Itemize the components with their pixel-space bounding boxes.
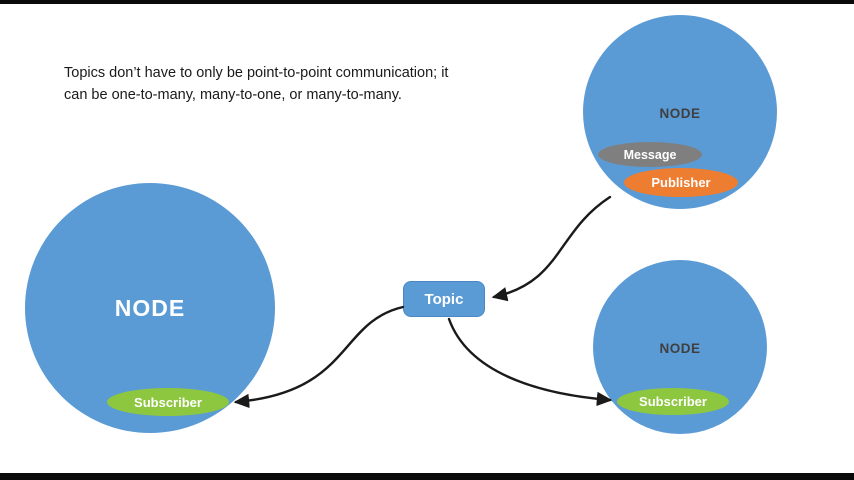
letterbox-bar-top xyxy=(0,0,854,4)
message-pill: Message xyxy=(598,142,702,167)
arrow-topic-to-right-subscriber xyxy=(447,317,613,407)
node-label-top-right: NODE xyxy=(659,106,701,121)
caption-line-2: can be one-to-many, many-to-one, or many… xyxy=(64,87,402,104)
arrow-publisher-to-topic xyxy=(491,195,612,302)
subscriber-pill-right: Subscriber xyxy=(617,388,729,415)
publisher-label: Publisher xyxy=(651,175,711,190)
subscriber-pill-left: Subscriber xyxy=(107,388,229,416)
caption-line-1: Topics don’t have to only be point-to-po… xyxy=(64,65,449,81)
subscriber-label-left: Subscriber xyxy=(134,394,202,410)
caption-text: Topics don’t have to only be point-to-po… xyxy=(64,62,494,107)
node-label-bottom-right: NODE xyxy=(659,341,701,356)
node-label-left: NODE xyxy=(114,295,186,321)
topic-label: Topic xyxy=(424,290,464,308)
subscriber-label-right: Subscriber xyxy=(639,394,707,409)
letterbox-bar-bottom xyxy=(0,473,854,480)
topic-box: Topic xyxy=(403,281,485,317)
publisher-pill: Publisher xyxy=(624,168,738,197)
message-label: Message xyxy=(623,147,677,162)
